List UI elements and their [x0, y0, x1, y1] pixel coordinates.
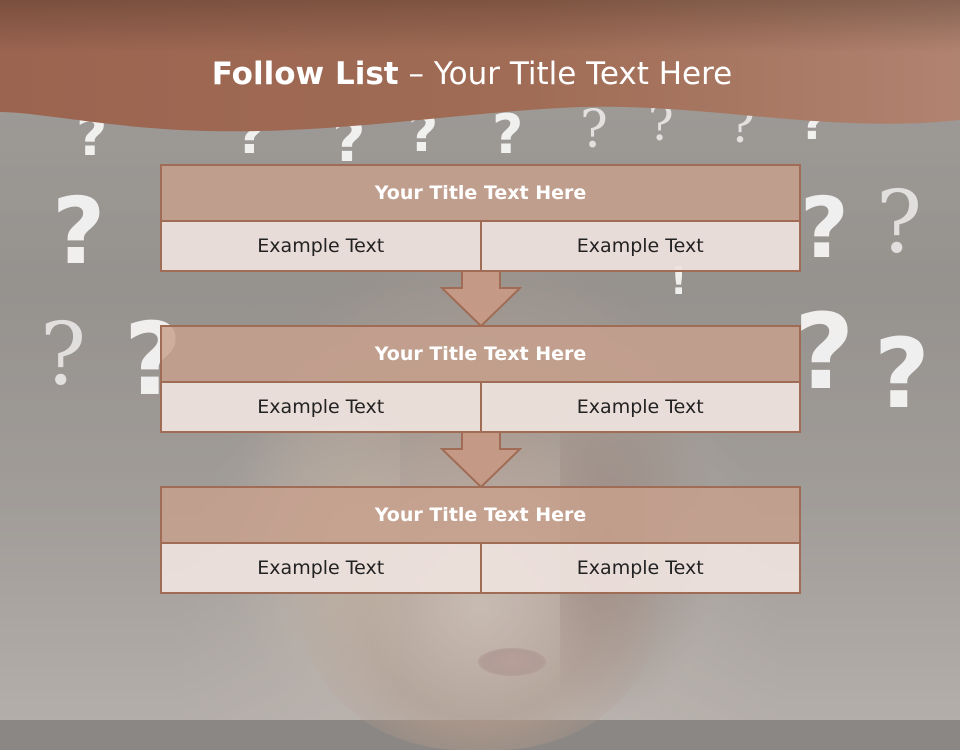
question-mark-icon: ? — [52, 178, 106, 285]
question-mark-icon: ? — [874, 318, 930, 430]
question-mark-icon: ? — [794, 291, 855, 413]
follow-block-2: Your Title Text Here Example Text Exampl… — [160, 325, 801, 433]
lips — [478, 648, 546, 676]
question-mark-icon: ? — [492, 103, 524, 166]
block-cell-right: Example Text — [479, 544, 799, 592]
page-title-bold: Follow List — [211, 56, 399, 92]
block-cell-left: Example Text — [162, 222, 480, 270]
block-cell-left: Example Text — [162, 544, 480, 592]
header-banner: Follow List – Your Title Text Here — [0, 0, 960, 140]
block-title: Your Title Text Here — [162, 166, 799, 222]
follow-block-3: Your Title Text Here Example Text Exampl… — [160, 486, 801, 594]
block-row: Example Text Example Text — [162, 544, 799, 592]
question-mark-icon: ? — [800, 179, 849, 277]
page-title: Follow List – Your Title Text Here — [0, 56, 944, 92]
block-title: Your Title Text Here — [162, 488, 799, 544]
page-title-rest: – Your Title Text Here — [398, 56, 733, 92]
block-cell-right: Example Text — [479, 222, 799, 270]
block-row: Example Text Example Text — [162, 222, 799, 270]
down-arrow-icon — [440, 431, 522, 489]
block-cell-left: Example Text — [162, 383, 480, 431]
question-mark-icon: ? — [876, 173, 923, 273]
banner-wave — [0, 0, 960, 132]
question-mark-icon: ? — [40, 305, 87, 405]
block-title: Your Title Text Here — [162, 327, 799, 383]
follow-block-1: Your Title Text Here Example Text Exampl… — [160, 164, 801, 272]
question-mark-icon: ? — [580, 100, 608, 160]
block-row: Example Text Example Text — [162, 383, 799, 431]
down-arrow-icon — [440, 270, 522, 328]
block-cell-right: Example Text — [479, 383, 799, 431]
